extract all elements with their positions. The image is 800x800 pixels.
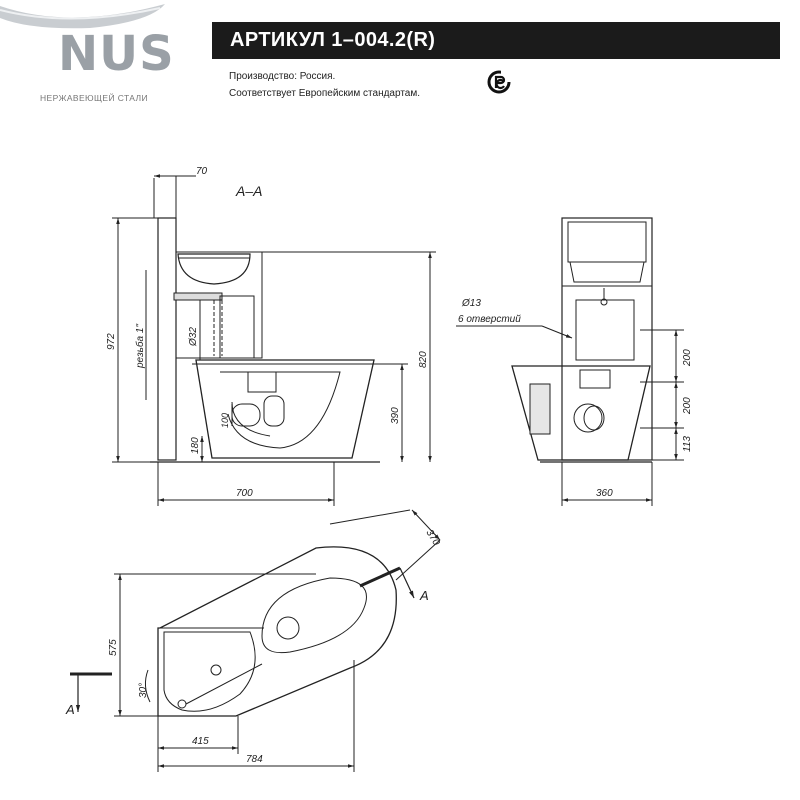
section-view [112,174,436,506]
brand-name: NUS [58,26,175,82]
production-text: Производство: Россия. [229,71,336,82]
dim-depth: 575 [108,639,119,656]
cut-label-left: А [65,702,75,717]
plan-view [70,509,441,772]
dim-width: 360 [596,488,613,499]
dim-height-820: 820 [418,351,429,368]
dim-diagonal: 370 [423,528,441,548]
cut-label-right: А [419,588,429,603]
dim-basin-width: 415 [192,736,209,747]
dim-total-width: 784 [246,754,263,765]
brand-tagline: НЕРЖАВЕЮЩЕЙ СТАЛИ [40,93,149,103]
article-title: АРТИКУЛ 1–004.2(R) [230,29,436,51]
side-view [456,217,684,506]
dim-hole-diameter: Ø13 [461,298,481,309]
dim-drain-height: 180 [190,437,201,454]
compliance-text: Соответствует Европейским стандартам. [229,88,421,99]
dim-drain-outlet: 100 [220,413,230,428]
dim-top-offset: 70 [196,166,208,177]
title-bar [212,22,780,59]
dim-pipe-diameter: Ø32 [188,327,199,347]
dim-hole-count: 6 отверстий [458,314,521,325]
product-info: Производство: Россия. Соответствует Евро… [229,68,420,102]
dim-total-height: 972 [106,333,117,350]
dim-length: 700 [236,488,253,499]
dim-spacing-upper: 200 [682,349,693,367]
section-label: А–А [235,183,262,199]
brand-logo-swoosh [0,4,165,29]
dim-angle: 30° [138,683,149,698]
certification-icon [487,70,515,94]
dim-base-offset: 113 [682,436,693,452]
dim-seat-height: 390 [390,407,401,424]
dim-spacing-lower: 200 [682,397,693,415]
dim-thread: резьба 1" [134,324,146,369]
